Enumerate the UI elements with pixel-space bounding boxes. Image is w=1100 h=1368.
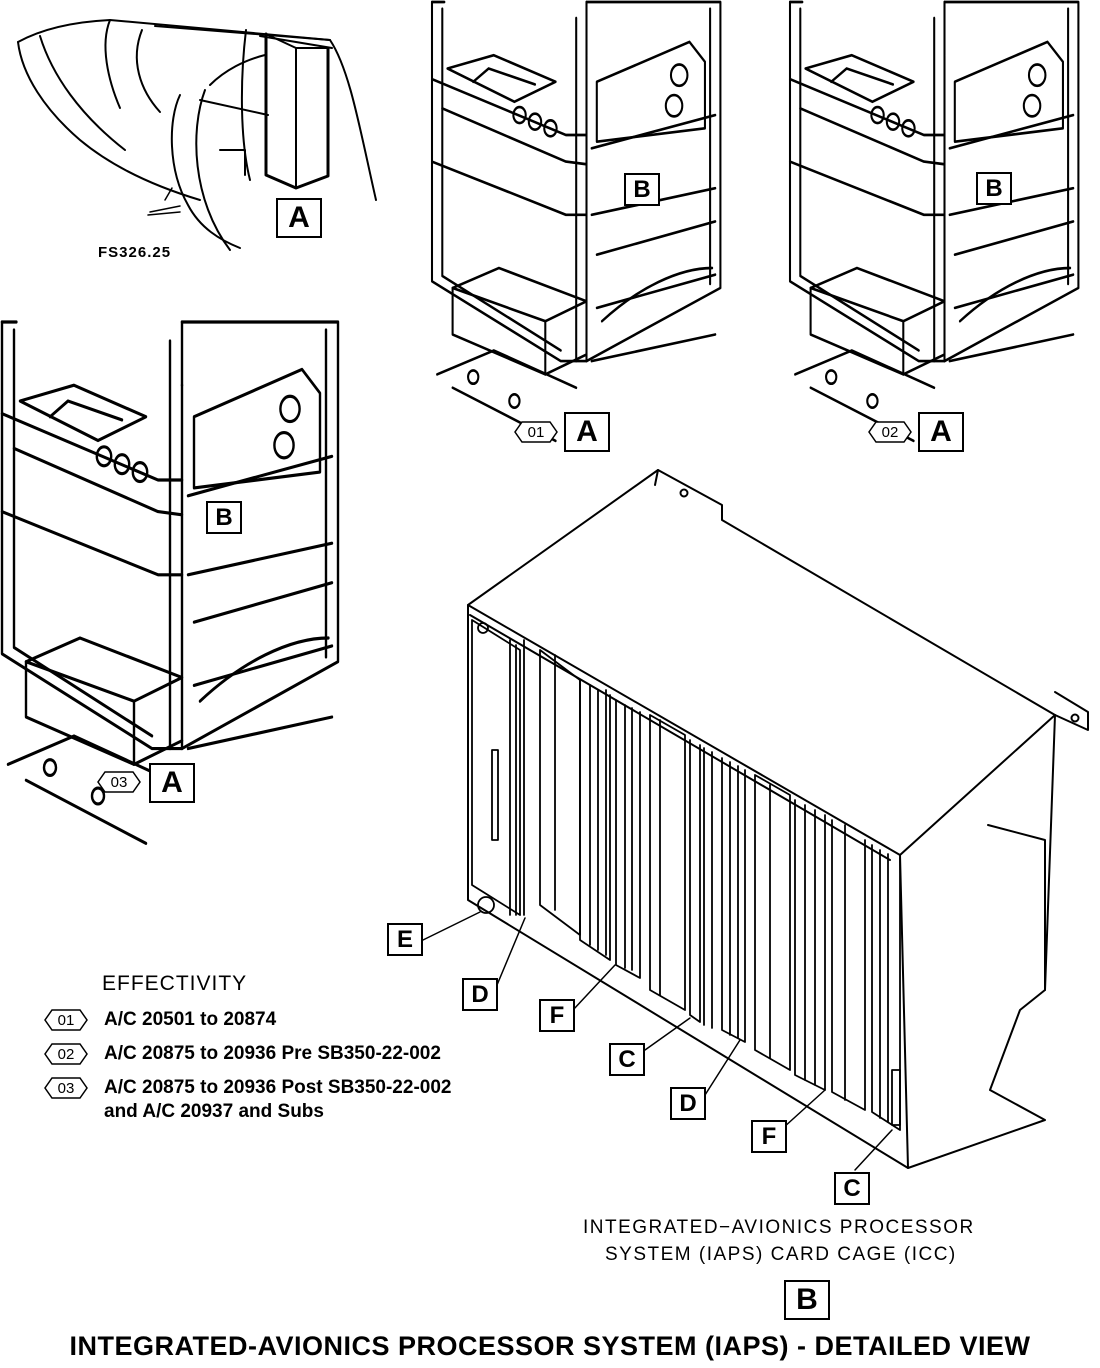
effectivity-code: 03 xyxy=(57,1079,75,1097)
view-label: A xyxy=(918,412,964,452)
view-label: A xyxy=(149,763,195,803)
rack-view-01 xyxy=(430,0,722,443)
fuselage-nose-drawing xyxy=(17,19,377,251)
effectivity-text: A/C 20501 to 20874 xyxy=(104,1009,277,1030)
card-cage-drawing xyxy=(147,211,1089,1171)
card-cage-view-label: B xyxy=(784,1280,830,1320)
effectivity-text: A/C 20875 to 20936 Pre SB350-22-002 xyxy=(104,1043,441,1064)
effectivity-text-cont: and A/C 20937 and Subs xyxy=(104,1101,324,1122)
view-label-b-rack-02: B xyxy=(976,172,1012,205)
callout-c-1: C xyxy=(609,1043,645,1076)
effectivity-hex-icon: 03 xyxy=(97,771,141,793)
effectivity-code: 01 xyxy=(57,1011,75,1029)
callout-c-2: C xyxy=(834,1172,870,1205)
effectivity-code: 02 xyxy=(57,1045,75,1063)
callout-f-2: F xyxy=(751,1120,787,1153)
callout-e: E xyxy=(387,923,423,956)
effectivity-hex-icon: 03 xyxy=(44,1077,88,1099)
view-code: 01 xyxy=(527,423,545,441)
rack-view-02 xyxy=(788,0,1080,443)
card-cage-caption-line-1: INTEGRATED−AVIONICS PROCESSOR xyxy=(583,1217,975,1238)
effectivity-hex-icon: 02 xyxy=(44,1043,88,1065)
callout-f-1: F xyxy=(539,999,575,1032)
view-label-a-nose: A xyxy=(276,198,322,238)
callout-d-2: D xyxy=(670,1087,706,1120)
view-label-b-rack-01: B xyxy=(624,173,660,206)
card-cage-caption-line-2: SYSTEM (IAPS) CARD CAGE (ICC) xyxy=(605,1244,957,1265)
view-label: A xyxy=(564,412,610,452)
view-label-b-rack-03: B xyxy=(206,501,242,534)
callout-d-1: D xyxy=(462,978,498,1011)
effectivity-hex-icon: 02 xyxy=(868,421,912,443)
figure-title: INTEGRATED-AVIONICS PROCESSOR SYSTEM (IA… xyxy=(69,1331,1031,1361)
effectivity-heading: EFFECTIVITY xyxy=(102,972,248,995)
effectivity-text: A/C 20875 to 20936 Post SB350-22-002 xyxy=(104,1077,452,1098)
view-code: 03 xyxy=(110,773,128,791)
station-label: FS326.25 xyxy=(98,244,172,261)
view-code: 02 xyxy=(881,423,899,441)
effectivity-hex-icon: 01 xyxy=(514,421,558,443)
effectivity-hex-icon: 01 xyxy=(44,1009,88,1031)
